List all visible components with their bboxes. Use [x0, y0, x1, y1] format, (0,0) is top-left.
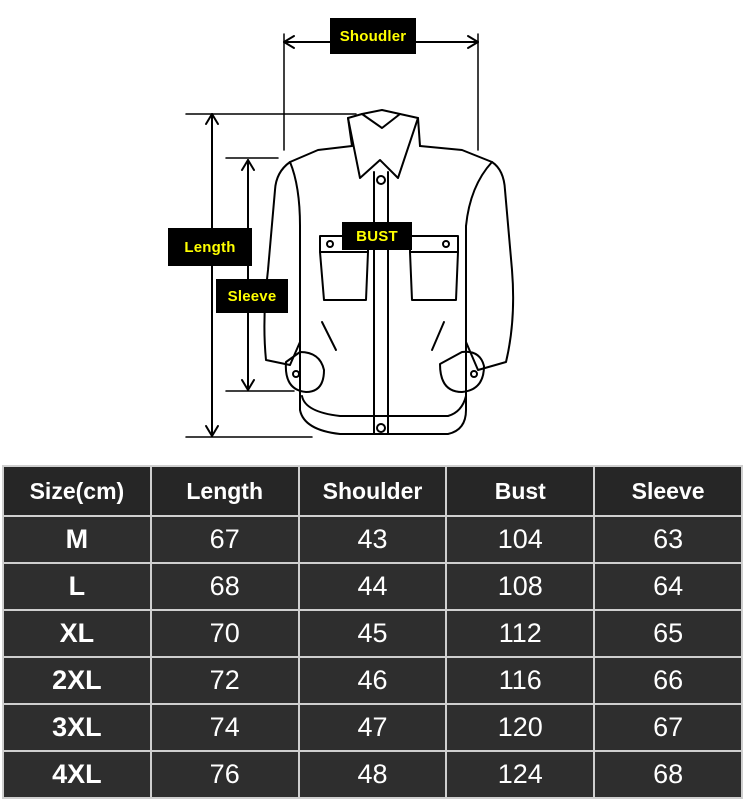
bust-cell: 116	[445, 656, 596, 705]
header-sleeve: Sleeve	[593, 465, 743, 517]
sleeve-label: Sleeve	[216, 279, 288, 313]
header-size: Size(cm)	[2, 465, 152, 517]
table-row: 3XL 74 47 120 67	[2, 703, 743, 752]
shoulder-cell: 48	[297, 750, 448, 799]
length-cell: 74	[149, 703, 300, 752]
shoulder-cell: 45	[297, 609, 448, 658]
sleeve-measure-line	[225, 157, 295, 392]
bust-label: BUST	[342, 222, 412, 250]
length-cell: 70	[149, 609, 300, 658]
size-cell: 2XL	[2, 656, 152, 705]
sleeve-cell: 68	[593, 750, 743, 799]
sleeve-cell: 63	[593, 515, 743, 564]
jacket-outline	[263, 109, 515, 435]
length-label: Length	[168, 228, 252, 266]
table-row: M 67 43 104 63	[2, 515, 743, 564]
length-cell: 72	[149, 656, 300, 705]
bust-cell: 112	[445, 609, 596, 658]
size-cell: 4XL	[2, 750, 152, 799]
sleeve-cell: 66	[593, 656, 743, 705]
shoulder-cell: 46	[297, 656, 448, 705]
jacket-measurement-diagram: Shoudler BUST Length Sleeve	[168, 18, 515, 438]
table-header-row: Size(cm) Length Shoulder Bust Sleeve	[2, 465, 743, 517]
table-row: 2XL 72 46 116 66	[2, 656, 743, 705]
shoulder-cell: 44	[297, 562, 448, 611]
bust-cell: 104	[445, 515, 596, 564]
jacket-illustration	[185, 33, 515, 438]
header-bust: Bust	[445, 465, 596, 517]
shoulder-cell: 43	[297, 515, 448, 564]
shoulder-cell: 47	[297, 703, 448, 752]
header-shoulder: Shoulder	[297, 465, 448, 517]
bust-cell: 124	[445, 750, 596, 799]
size-cell: 3XL	[2, 703, 152, 752]
table-row: XL 70 45 112 65	[2, 609, 743, 658]
length-cell: 68	[149, 562, 300, 611]
length-cell: 67	[149, 515, 300, 564]
bust-cell: 108	[445, 562, 596, 611]
size-cell: L	[2, 562, 152, 611]
header-length: Length	[149, 465, 300, 517]
length-cell: 76	[149, 750, 300, 799]
sleeve-cell: 64	[593, 562, 743, 611]
size-cell: M	[2, 515, 152, 564]
shoulder-label: Shoudler	[330, 18, 416, 54]
table-row: L 68 44 108 64	[2, 562, 743, 611]
table-row: 4XL 76 48 124 68	[2, 750, 743, 799]
bust-cell: 120	[445, 703, 596, 752]
size-chart-table: Size(cm) Length Shoulder Bust Sleeve M 6…	[2, 465, 743, 799]
length-measure-line	[185, 113, 357, 438]
sleeve-cell: 67	[593, 703, 743, 752]
sleeve-cell: 65	[593, 609, 743, 658]
size-cell: XL	[2, 609, 152, 658]
